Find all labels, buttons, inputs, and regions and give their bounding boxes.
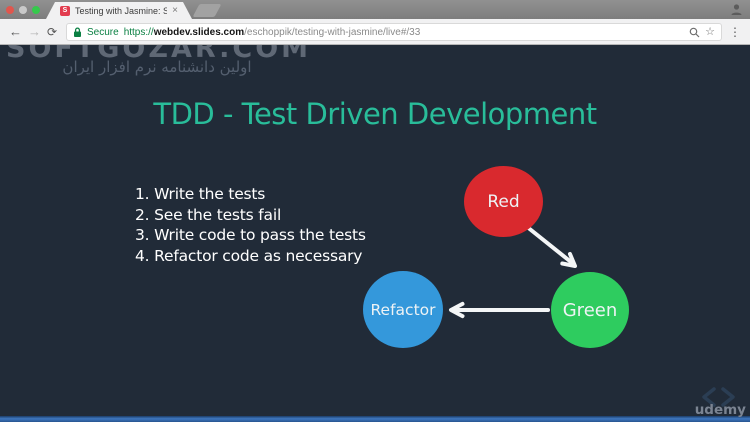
step-item: 2. See the tests fail xyxy=(135,205,282,224)
padlock-icon xyxy=(73,26,82,38)
tab-bar: S Testing with Jasmine: Slides × xyxy=(0,0,750,19)
node-red: Red xyxy=(464,166,543,237)
slide-viewport: SOFTGOZAR.COM اولین دانشنامه نرم افزار ا… xyxy=(0,45,750,422)
node-refactor-label: Refactor xyxy=(370,300,436,319)
steps-list: 1. Write the tests 2. See the tests fail… xyxy=(135,184,366,266)
browser-toolbar: ← → ⟳ Secure https://webdev.slides.com/e… xyxy=(0,19,750,45)
browser-menu-icon[interactable]: ⋮ xyxy=(729,25,741,39)
close-window-button[interactable] xyxy=(6,5,14,14)
slide-progress-bar xyxy=(0,416,750,422)
forward-button[interactable]: → xyxy=(28,24,41,39)
udemy-logo: udemy xyxy=(694,402,746,418)
search-icon[interactable] xyxy=(689,27,700,38)
slide-title: TDD - Test Driven Development xyxy=(153,97,597,131)
step-item: 4. Refactor code as necessary xyxy=(135,246,363,265)
slides-favicon-icon: S xyxy=(60,6,70,16)
address-bar[interactable]: Secure https://webdev.slides.com/eschopp… xyxy=(66,23,722,41)
bookmark-star-icon[interactable]: ☆ xyxy=(705,26,715,38)
node-refactor: Refactor xyxy=(363,271,443,348)
new-tab-button[interactable] xyxy=(192,4,222,17)
back-button[interactable]: ← xyxy=(9,24,22,39)
step-item: 3. Write code to pass the tests xyxy=(135,226,366,244)
node-green-label: Green xyxy=(562,299,618,321)
url-path: /eschoppik/testing-with-jasmine/live#/33 xyxy=(244,26,421,38)
tab-title: Testing with Jasmine: Slides xyxy=(75,5,168,16)
url-text: https://webdev.slides.com/eschoppik/test… xyxy=(124,27,684,38)
watermark-text: SOFTGOZAR.COM xyxy=(6,45,312,64)
step-item: 1. Write the tests xyxy=(135,185,266,203)
secure-label: Secure xyxy=(87,26,119,38)
watermark-subtext: اولین دانشنامه نرم افزار ایران xyxy=(62,58,252,76)
tab-testing-with-jasmine[interactable]: S Testing with Jasmine: Slides × xyxy=(46,2,192,19)
zoom-window-button[interactable] xyxy=(32,5,40,14)
window-controls xyxy=(6,5,40,14)
url-host: webdev.slides.com xyxy=(153,26,245,38)
tab-close-icon[interactable]: × xyxy=(172,4,178,16)
minimize-window-button[interactable] xyxy=(19,5,27,14)
node-red-label: Red xyxy=(487,191,520,212)
profile-icon[interactable] xyxy=(730,3,743,16)
url-scheme: https:// xyxy=(123,26,154,38)
node-green: Green xyxy=(551,272,629,348)
reload-button[interactable]: ⟳ xyxy=(47,25,58,39)
